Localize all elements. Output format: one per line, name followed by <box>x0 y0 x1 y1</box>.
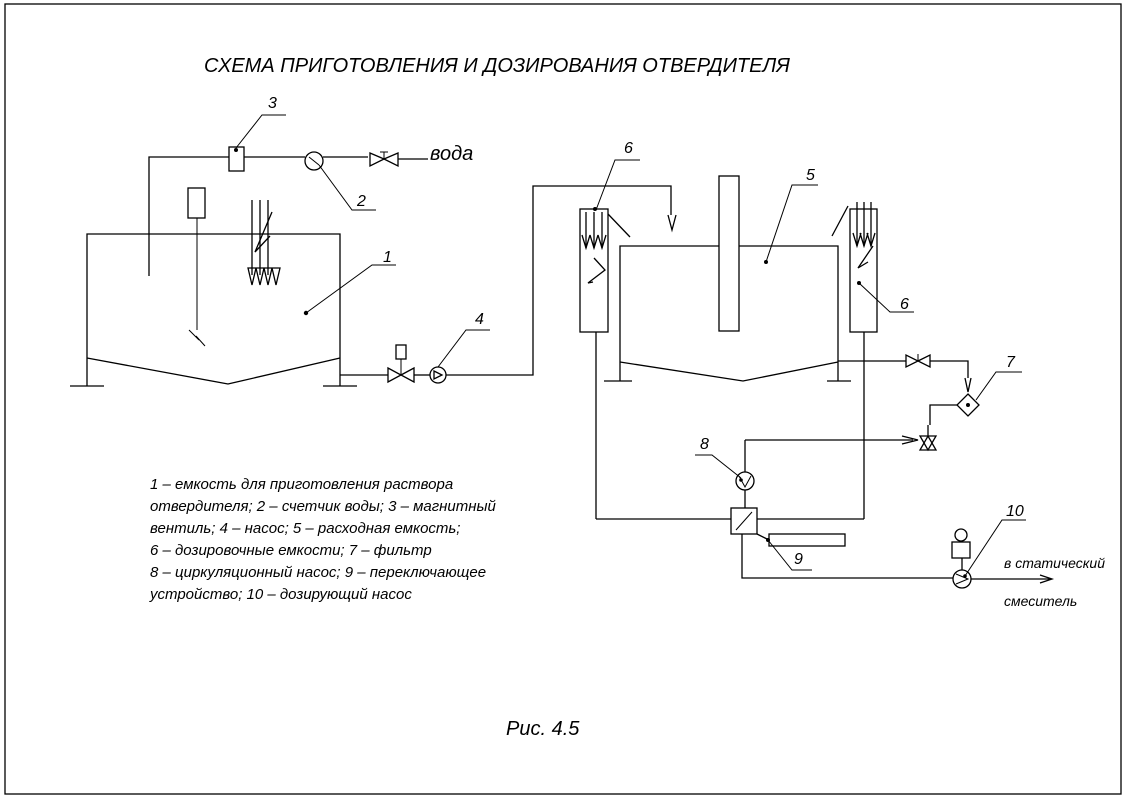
water-label: вода <box>430 143 473 165</box>
transfer-line <box>340 185 677 384</box>
legend-line: 8 – циркуляционный насос; 9 – переключаю… <box>150 564 486 581</box>
sheet-frame <box>4 3 1122 795</box>
legend-line: устройство; 10 – дозирующий насос <box>149 586 412 603</box>
callout-9: 9 <box>794 551 803 568</box>
outlet-label-line2: смеситель <box>1004 593 1077 609</box>
callout-6-right: 6 <box>900 296 909 313</box>
callout-6-left: 6 <box>624 140 633 157</box>
callout-7: 7 <box>1006 354 1016 371</box>
dosing-tank-left <box>579 207 731 520</box>
agitator <box>718 175 740 332</box>
diagram-title: СХЕМА ПРИГОТОВЛЕНИЯ И ДОЗИРОВАНИЯ ОТВЕРД… <box>204 55 790 77</box>
callout-2: 2 <box>356 193 366 210</box>
callout-3: 3 <box>268 95 277 112</box>
legend: 1 – емкость для приготовления раствора о… <box>149 476 497 603</box>
callout-10: 10 <box>1006 503 1024 520</box>
callout-5: 5 <box>806 167 815 184</box>
legend-line: 6 – дозировочные емкости; 7 – фильтр <box>150 542 432 559</box>
water-line <box>148 146 428 276</box>
legend-line: 1 – емкость для приготовления раствора <box>150 476 453 493</box>
callout-1: 1 <box>383 249 392 266</box>
pump-4 <box>429 366 447 384</box>
filter-outlet-valve <box>918 434 938 452</box>
legend-line: вентиль; 4 – насос; 5 – расходная емкост… <box>150 520 460 537</box>
callout-4: 4 <box>475 311 484 328</box>
circulation-system <box>730 440 1055 589</box>
outlet-label-line1: в статический <box>1004 555 1105 571</box>
callout-8: 8 <box>700 436 709 453</box>
filter-line <box>745 353 980 452</box>
dosing-tank-right <box>757 202 878 520</box>
figure-caption: Рис. 4.5 <box>506 718 580 740</box>
leader-lines <box>235 114 1026 577</box>
preparation-tank <box>70 187 357 387</box>
legend-line: отвердителя; 2 – счетчик воды; 3 – магни… <box>150 498 497 515</box>
consumption-tank <box>604 175 851 382</box>
